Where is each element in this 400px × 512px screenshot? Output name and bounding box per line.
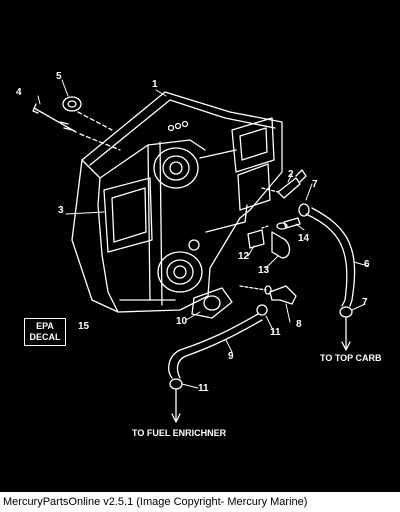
callout-8: 8 [296, 319, 302, 330]
callout-11-bottom: 11 [198, 383, 209, 394]
screw-and-washer [32, 96, 121, 151]
callout-2: 2 [288, 169, 294, 180]
hose-to-fuel-enrichner [168, 313, 263, 423]
footer-text: MercuryPartsOnline v2.5.1 (Image Copyrig… [3, 496, 308, 508]
callout-6: 6 [364, 259, 370, 270]
label-to-fuel-enrichner: TO FUEL ENRICHNER [132, 428, 227, 438]
callout-13: 13 [258, 265, 270, 276]
callout-9: 9 [228, 351, 234, 362]
decal-line-1: EPA [36, 321, 54, 331]
clamp-assembly [247, 217, 301, 259]
callout-11-mid: 11 [270, 327, 281, 338]
leader-lines [37, 79, 369, 389]
elbow-fitting [239, 285, 297, 316]
callout-4: 4 [16, 87, 22, 98]
callout-7-bottom: 7 [362, 297, 368, 308]
callout-12: 12 [238, 251, 250, 262]
label-to-top-carb: TO TOP CARB [320, 353, 382, 363]
decal-line-2: DECAL [29, 332, 61, 342]
epa-decal-box: EPA DECAL [24, 318, 66, 346]
exploded-view-drawing [32, 79, 369, 423]
callout-14: 14 [298, 233, 310, 244]
callout-10: 10 [176, 316, 188, 327]
fuel-pump-housing [71, 91, 283, 313]
callout-5: 5 [56, 71, 62, 82]
fitting-and-seal [261, 169, 310, 217]
copyright-footer: MercuryPartsOnline v2.5.1 (Image Copyrig… [0, 492, 400, 512]
callout-7-top: 7 [312, 179, 318, 190]
hose-to-top-carb [305, 207, 356, 351]
gasket [191, 287, 233, 319]
parts-diagram: 1 2 3 4 5 6 7 7 8 9 10 11 11 12 13 14 15… [16, 71, 382, 438]
callout-1: 1 [152, 79, 158, 90]
callout-3: 3 [58, 205, 64, 216]
callout-15: 15 [78, 321, 90, 332]
